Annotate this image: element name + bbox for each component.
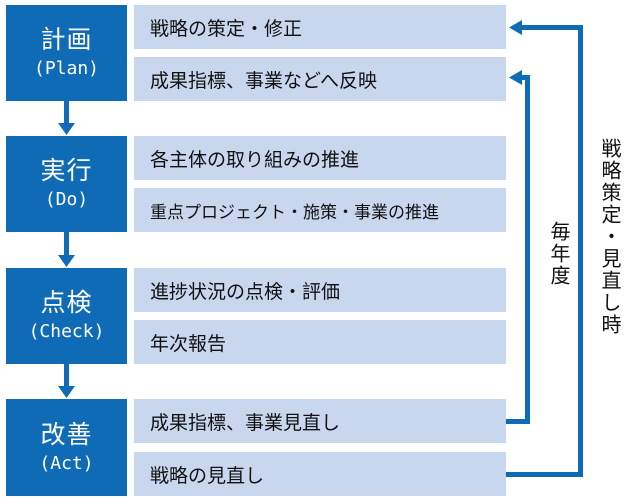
phase-do-title: 実行 [40, 156, 93, 185]
phase-act: 改善 (Act) [6, 399, 127, 496]
phase-do: 実行 (Do) [6, 136, 127, 232]
down-arrow-plan-do [58, 101, 75, 135]
phase-act-title: 改善 [40, 419, 93, 449]
phase-plan-subtitle: (Plan) [33, 58, 100, 79]
yearly-loop-label: 毎年度 [547, 221, 571, 287]
item-annual-report: 年次報告 [134, 320, 506, 364]
strategy-review-feedback-arrow [506, 20, 583, 477]
yearly-feedback-arrow [506, 70, 530, 424]
down-arrow-check-act [58, 364, 75, 398]
down-arrow-do-check [58, 232, 75, 267]
item-review-indicators: 成果指標、事業見直し [134, 399, 506, 443]
item-reflect-indicators: 成果指標、事業などへ反映 [134, 57, 506, 101]
item-strategy-formulation: 戦略の策定・修正 [134, 5, 506, 49]
phase-check-title: 点検 [40, 288, 93, 317]
item-strategy-review: 戦略の見直し [134, 452, 506, 496]
phase-do-subtitle: (Do) [44, 189, 89, 210]
phase-plan: 計画 (Plan) [6, 5, 127, 101]
item-promote-projects: 重点プロジェクト・施策・事業の推進 [134, 188, 506, 232]
phase-plan-title: 計画 [40, 25, 93, 54]
item-promote-initiatives: 各主体の取り組みの推進 [134, 136, 506, 180]
phase-check: 点検 (Check) [6, 268, 127, 364]
strategy-review-loop-label: 戦略策定・見直し時 [598, 138, 622, 336]
item-progress-check: 進捗状況の点検・評価 [134, 268, 506, 312]
phase-act-subtitle: (Act) [39, 452, 94, 474]
phase-check-subtitle: (Check) [28, 321, 105, 342]
